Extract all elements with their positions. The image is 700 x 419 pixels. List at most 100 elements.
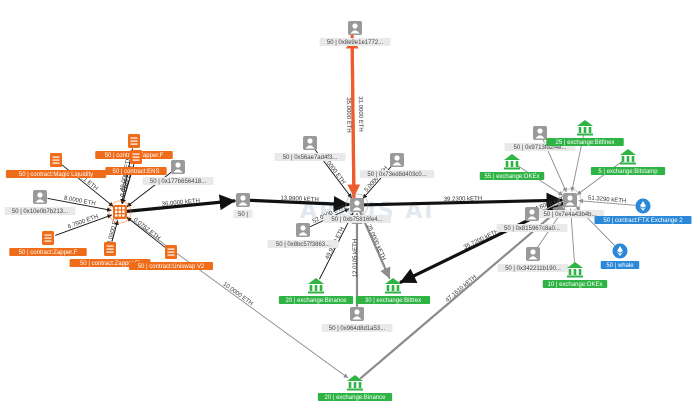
bank-icon: [385, 278, 401, 294]
user-icon: [350, 198, 364, 212]
ether-icon: [635, 198, 651, 214]
node-exch-bitstamp[interactable]: 5 | exchange:Bitstamp: [590, 149, 666, 175]
node-exch-okex-top[interactable]: 55 | exchange:OKEx: [479, 154, 545, 180]
node-addr-0x342[interactable]: 50 | 0x342211b190...: [497, 247, 569, 272]
node-label: 5 | exchange:Bitstamp: [598, 169, 658, 175]
node-addr-0x56ae[interactable]: 50 | 0x56ae7ad4f3...: [274, 136, 346, 161]
edge-center-hub-to-exch-bittrex[interactable]: [359, 211, 391, 279]
node-label: 50 | whale: [606, 263, 634, 269]
node-exch-okex-bottom[interactable]: 10 | exchange:OKEx: [542, 262, 608, 288]
node-label-background: [359, 170, 435, 178]
edge-left-hub-to-exch-binance-bottom[interactable]: [126, 216, 349, 379]
node-uniswap-v2[interactable]: 50 | contract:Uniswap V2: [129, 245, 213, 270]
node-label: 50 | 0x7e4a43b4b...: [544, 212, 597, 218]
node-label-background: [542, 280, 608, 288]
bank-icon: [308, 278, 324, 294]
node-label-background: [9, 248, 87, 256]
node-addr-0x8bc[interactable]: 50 | 0x8bc57f3863...: [267, 223, 339, 248]
node-exch-bittrex[interactable]: 30 | exchange:Bittrex: [355, 278, 431, 304]
node-label: 30 | exchange:Bittrex: [365, 298, 421, 304]
node-addr-0x8159[interactable]: 50 | 0x815967c8a0...: [496, 207, 568, 232]
node-addr-0x10[interactable]: 50 | 0x10e0b7b213...: [4, 190, 76, 215]
document-icon: [42, 231, 54, 245]
node-label-background: [319, 38, 391, 46]
node-addr-0x9713[interactable]: 50 | 0x9713fd2f4e...: [504, 126, 576, 151]
node-label-background: [233, 210, 253, 218]
node-label: 55 | exchange:OKEx: [485, 174, 540, 180]
node-label-background: [317, 393, 393, 401]
node-label: 25 | exchange:Bitfinex: [556, 140, 615, 146]
edge-ftx-to-right-hub[interactable]: [578, 198, 636, 206]
bank-icon: [577, 120, 593, 136]
node-ens[interactable]: 50 | contract:ENS: [105, 150, 167, 175]
edge-exch-okex-top-to-right-hub[interactable]: [518, 165, 563, 196]
edge-label: 31.0000 ETH: [357, 96, 363, 131]
bank-icon: [567, 262, 583, 278]
edge-top-addr-to-center-hub[interactable]: [347, 34, 361, 198]
node-whale[interactable]: 50 | whale: [600, 243, 640, 270]
node-addr-50[interactable]: 50 |: [233, 193, 253, 218]
bank-icon: [620, 149, 636, 165]
node-label: 50 | 0x73ed8d403c0...: [367, 172, 427, 178]
edge-zapper-f-left-to-left-hub[interactable]: [55, 214, 112, 236]
node-label-background: [496, 224, 568, 232]
node-label: 10 | exchange:OKEx: [548, 282, 603, 288]
node-label-background: [129, 262, 213, 270]
node-addr-0x73[interactable]: 50 | 0x73ed8d403c0...: [359, 153, 435, 178]
node-label-background: [590, 167, 666, 175]
edge-zapper-fi-to-left-hub[interactable]: [111, 220, 119, 242]
edge-addr-50-to-center-hub[interactable]: [249, 195, 350, 212]
node-label: 50 | 0x9713fd2f4e...: [514, 145, 567, 151]
node-label-background: [267, 240, 339, 248]
node-exch-bitfinex[interactable]: 25 | exchange:Bitfinex: [546, 120, 624, 146]
grid-hub-icon: [113, 205, 127, 219]
edge-label: 5.0000 ETH: [364, 165, 390, 193]
edge-label: 35.0000 ETH: [345, 97, 351, 132]
node-label-background: [323, 215, 391, 223]
node-top-addr[interactable]: 50 | 0x8e9e1e1772...: [319, 21, 391, 46]
node-label: 50 | 0x815967c8a0...: [504, 226, 560, 232]
node-label: 50 | 0x56ae7ad4f3...: [283, 155, 338, 161]
edge-exch-binance-bottom-to-right-hub[interactable]: [359, 204, 565, 379]
user-icon: [236, 193, 250, 207]
node-label: 50 | 0x8bc57f3863...: [276, 242, 331, 248]
edge-center-hub-to-right-hub[interactable]: [363, 192, 563, 209]
node-label: 50 |: [238, 212, 248, 218]
edge-exch-bitstamp-to-right-hub[interactable]: [576, 161, 623, 196]
user-icon: [303, 136, 317, 150]
node-label: 50 | contract:Uniswap V2: [138, 264, 205, 270]
edge-label: 8.0000 ETH: [63, 196, 96, 208]
node-center-hub[interactable]: 50 | 0xb75816fe4...: [323, 193, 391, 223]
node-label-background: [105, 167, 167, 175]
node-addr-0x964[interactable]: 50 | 0x964d8d1a53...: [321, 307, 393, 332]
node-label: 50 | contract:Magic Liquidity: [19, 172, 93, 178]
node-label: 50 | 0xb75816fe4...: [331, 217, 383, 223]
node-exch-binance-mid[interactable]: 20 | exchange:Binance: [278, 278, 354, 304]
node-label: 20 | exchange:Binance: [325, 395, 387, 401]
document-icon: [104, 242, 116, 256]
edge-addr-0x8159-to-right-hub[interactable]: [539, 202, 563, 212]
node-label: 50 | contract:ENS: [113, 169, 160, 175]
node-label-background: [278, 296, 354, 304]
document-icon: [165, 245, 177, 259]
edge-left-hub-to-addr-50[interactable]: [126, 194, 236, 213]
user-icon: [350, 307, 364, 321]
bank-icon: [504, 154, 520, 170]
edge-label: 47.1610 kETH: [445, 274, 478, 303]
edge-uniswap-v2-to-left-hub[interactable]: [126, 217, 166, 248]
document-icon: [130, 150, 142, 164]
node-exch-binance-bottom[interactable]: 20 | exchange:Binance: [317, 375, 393, 401]
node-left-hub[interactable]: [108, 200, 132, 224]
edge-addr-0x10-to-left-hub[interactable]: [47, 198, 112, 212]
edge-label: 10.0000 ETH: [222, 282, 254, 308]
node-ftx[interactable]: 50 | contract:FTX Exchange 2: [594, 198, 692, 225]
node-zapper-f-left[interactable]: 50 | contract:Zapper.F: [9, 231, 87, 256]
node-right-hub[interactable]: 50 | 0x7e4a43b4b...: [536, 188, 604, 218]
node-label: 50 | contract:Zapper.Fi: [80, 261, 140, 267]
node-magic-liquidity[interactable]: 50 | contract:Magic Liquidity: [5, 153, 107, 178]
node-label: 50 | 0x342211b190...: [505, 266, 561, 272]
user-icon: [348, 21, 362, 35]
node-addr-0x177[interactable]: 50 | 0x177b656418...: [142, 160, 214, 185]
node-label-background: [5, 170, 107, 178]
